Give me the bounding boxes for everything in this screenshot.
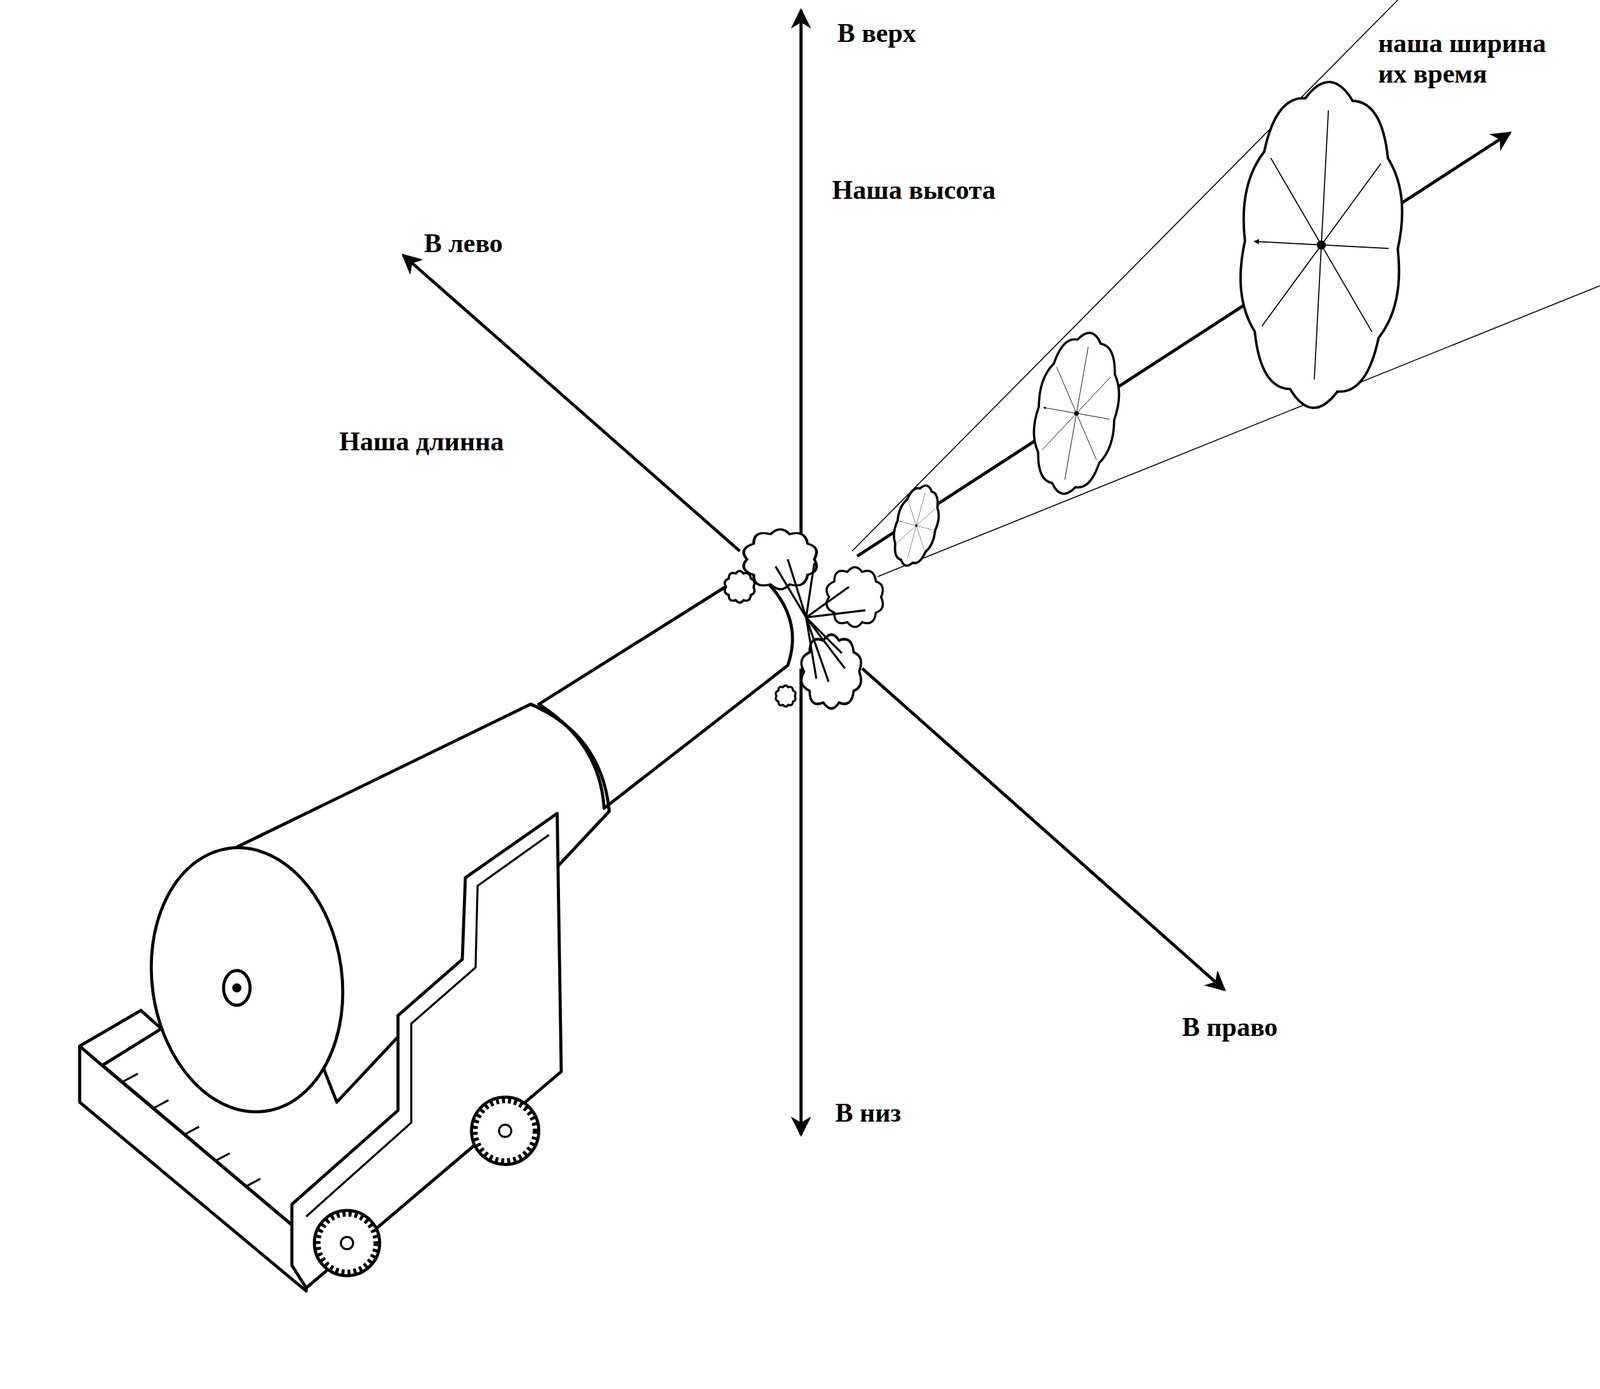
axis-label: Наша высота [829,173,999,207]
muzzle-blast [724,528,883,708]
cone-line [877,285,1600,577]
axis-left [403,255,740,552]
cannon-wheel [314,1096,540,1275]
axis-up [799,10,803,541]
axis-down [799,668,803,1135]
axis-right [862,668,1225,990]
axis-label: В право [1179,1010,1280,1044]
cloud-large [1233,78,1409,413]
axis-label: В низ [832,1095,904,1129]
cloud-medium [1023,326,1130,501]
cannon-cheek [292,813,562,1288]
cloud-small [886,480,947,571]
axis-label: В верх [834,16,919,50]
axis-label: Наша длинна [336,424,507,458]
axis-label: наша ширина их время [1375,26,1552,91]
axis-label: В лево [421,226,506,260]
